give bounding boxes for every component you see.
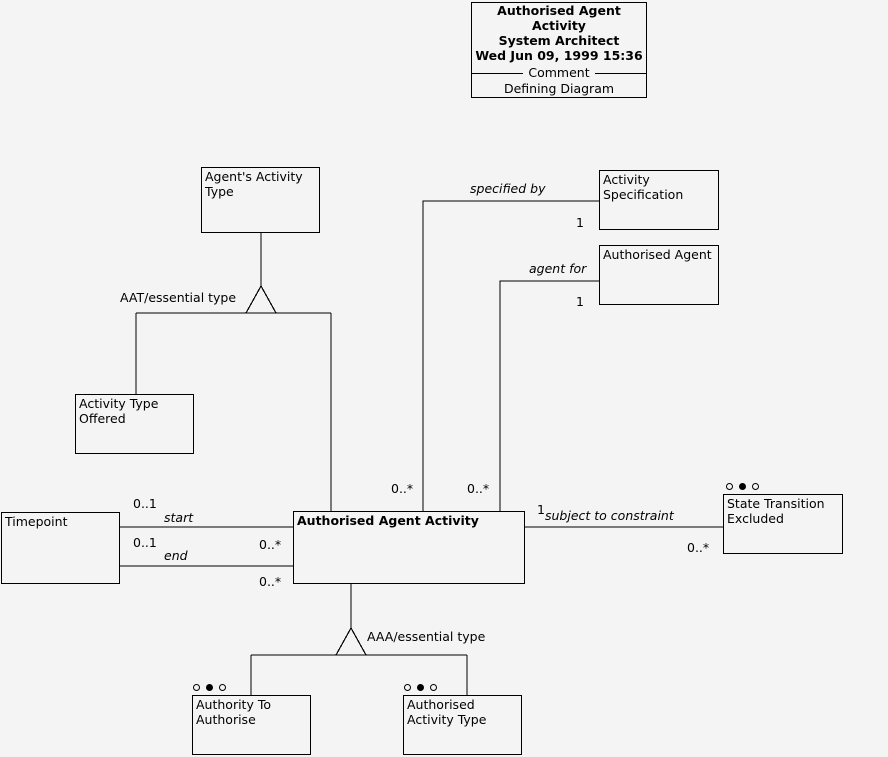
circle-open-icon (193, 684, 200, 691)
multiplicity-timepoint-end: 0..1 (133, 535, 157, 550)
multiplicity-agent-for-many: 0..* (467, 481, 490, 496)
class-box-activity-type-offered[interactable]: Activity Type Offered (75, 394, 194, 454)
label-specified-by: specified by (470, 181, 546, 196)
circle-open-icon (752, 483, 759, 490)
class-box-authorised-agent-activity[interactable]: Authorised Agent Activity (293, 511, 525, 584)
circle-filled-icon (417, 684, 424, 691)
label-end: end (164, 548, 188, 563)
class-box-activity-specification[interactable]: Activity Specification (599, 170, 719, 230)
label-agent-for: agent for (529, 261, 587, 276)
comment-separator-row: Comment (472, 65, 646, 81)
class-box-authorised-activity-type[interactable]: Authorised Activity Type (403, 695, 522, 755)
comment-label: Comment (523, 65, 595, 80)
class-box-agents-activity-type[interactable]: Agent's Activity Type (201, 167, 320, 233)
title-line-2: System Architect (498, 33, 620, 48)
circle-filled-icon (739, 483, 746, 490)
multiplicity-constraint-one: 1 (537, 502, 545, 517)
multiplicity-activity-start-many: 0..* (259, 537, 282, 552)
marker-dots-authority-to-authorise (193, 684, 226, 691)
class-box-authorised-agent[interactable]: Authorised Agent (599, 245, 719, 305)
label-aaa-essential-type: AAA/essential type (367, 629, 486, 644)
title-timestamp: Wed Jun 09, 1999 15:36 (475, 48, 643, 63)
marker-dots-state-transition-excluded (726, 483, 759, 490)
circle-open-icon (726, 483, 733, 490)
multiplicity-timepoint-start: 0..1 (133, 496, 157, 511)
label-start: start (164, 510, 194, 525)
class-box-authority-to-authorise[interactable]: Authority To Authorise (192, 695, 311, 755)
multiplicity-constraint-many: 0..* (687, 540, 710, 555)
circle-open-icon (430, 684, 437, 691)
circle-open-icon (404, 684, 411, 691)
comment-text: Defining Diagram (503, 81, 615, 96)
class-box-timepoint[interactable]: Timepoint (1, 512, 120, 584)
marker-dots-authorised-activity-type (404, 684, 437, 691)
circle-open-icon (219, 684, 226, 691)
class-box-state-transition-excluded[interactable]: State Transition Excluded (723, 494, 843, 554)
multiplicity-authorised-agent-one: 1 (576, 294, 584, 309)
title-line-1: Authorised Agent Activity (497, 3, 621, 33)
multiplicity-specified-by-many: 0..* (391, 481, 414, 496)
multiplicity-activity-end-many: 0..* (259, 574, 282, 589)
diagram-title-block: Authorised Agent Activity System Archite… (471, 2, 647, 98)
label-subject-to-constraint: subject to constraint (545, 508, 674, 523)
circle-filled-icon (206, 684, 213, 691)
multiplicity-activity-specification-one: 1 (576, 215, 584, 230)
label-aat-essential-type: AAT/essential type (120, 290, 237, 305)
